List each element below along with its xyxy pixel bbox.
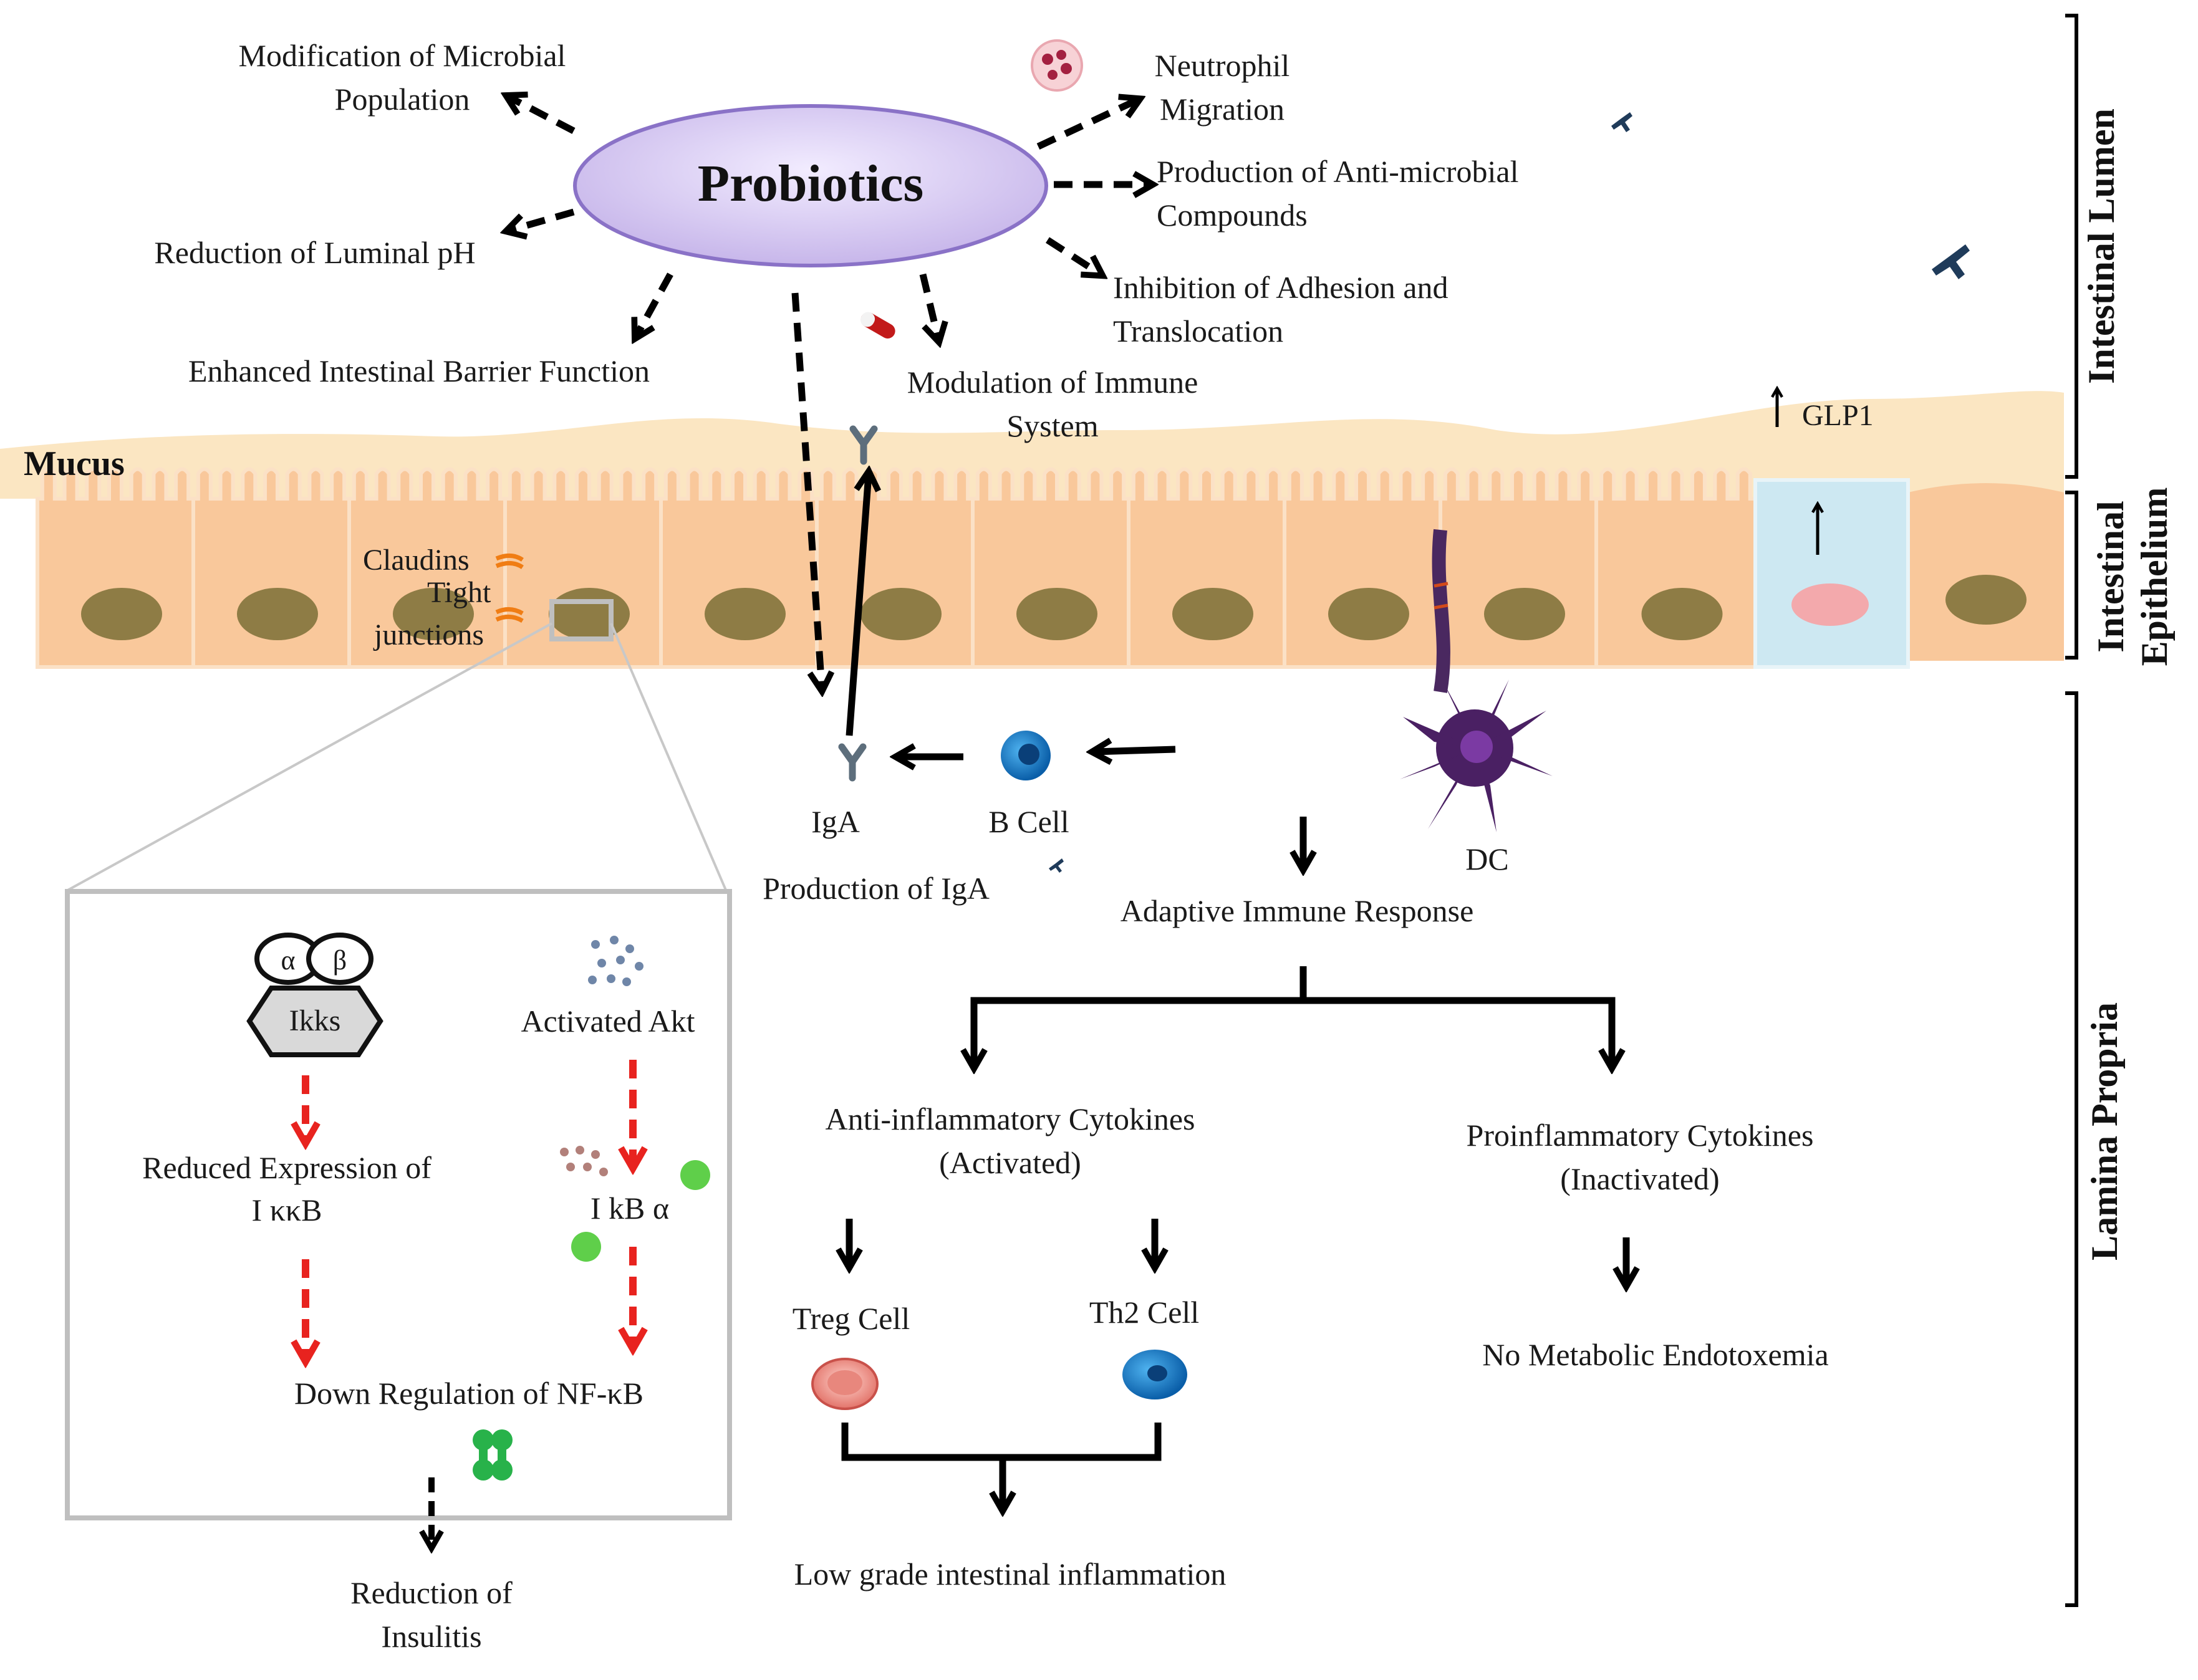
cytokine-arrows <box>849 1219 1626 1284</box>
cell-nucleus <box>1641 588 1723 640</box>
microbe-icon <box>1049 112 1970 873</box>
zoom-line-left <box>65 622 552 893</box>
dc-label: DC <box>1465 842 1508 876</box>
iga-antibody-top-icon <box>849 425 878 465</box>
mucus-label: Mucus <box>24 444 125 483</box>
cell-nucleus <box>1484 588 1565 640</box>
anti-inflam-line2: (Activated) <box>939 1145 1081 1180</box>
pro-inflam-line2: (Inactivated) <box>1560 1161 1719 1196</box>
immune-mod-line2: System <box>1006 408 1098 443</box>
inset-red-arrows <box>306 1060 633 1359</box>
dendritic-cell-icon <box>1400 529 1553 832</box>
immune-mod-line1: Modulation of Immune <box>907 365 1198 400</box>
reduction-ph-label: Reduction of Luminal pH <box>154 235 475 270</box>
epithelial-cells <box>36 467 2064 669</box>
junctions-label: junctions <box>373 618 484 651</box>
claudins-label: Claudins <box>363 544 470 577</box>
dc-to-bcell-arrow <box>1094 749 1176 752</box>
probiotics-ellipse <box>573 104 1048 267</box>
reduced-line2: I κκB <box>252 1193 322 1227</box>
iga-secretion-arrow <box>846 474 869 736</box>
tight-label: Tight <box>427 576 491 609</box>
nfkb-icon <box>473 1429 513 1481</box>
low-grade-label: Low grade intestinal inflammation <box>794 1557 1227 1591</box>
cell-nucleus <box>81 588 162 640</box>
bacterium-icon <box>860 312 895 338</box>
th2-label: Th2 Cell <box>1089 1295 1199 1330</box>
neutrophil-line1: Neutrophil <box>1155 48 1290 83</box>
barrier-label: Enhanced Intestinal Barrier Function <box>188 353 650 388</box>
ikba-label: I kB α <box>590 1191 669 1226</box>
inset-box <box>65 889 732 1520</box>
iga-label: IgA <box>811 804 860 839</box>
adaptive-branch <box>974 966 1612 1066</box>
zoom-line-right <box>610 623 728 892</box>
cell-nucleus <box>237 588 318 640</box>
modification-line2: Population <box>335 82 470 117</box>
lumen-label: Intestinal Lumen <box>2081 108 2122 384</box>
beta-label: β <box>333 945 347 976</box>
bcell-label: B Cell <box>988 804 1069 839</box>
l-cell <box>1753 478 1910 669</box>
epithelial-cell <box>1908 483 2064 661</box>
effect-labels: Modification of Microbial Population Red… <box>154 38 1518 443</box>
iga-antibody-bottom-icon <box>838 743 867 782</box>
ikba-dots-icon <box>560 1146 608 1176</box>
adaptive-label: Adaptive Immune Response <box>1121 893 1474 928</box>
nfkb-label: Down Regulation of NF-κB <box>294 1376 643 1411</box>
pro-inflam-line1: Proinflammatory Cytokines <box>1467 1118 1814 1153</box>
insulitis-line1: Reduction of <box>350 1575 513 1610</box>
cell-nucleus <box>1328 588 1409 640</box>
neutrophil-icon <box>1031 39 1083 92</box>
reduced-line1: Reduced Expression of <box>142 1150 431 1185</box>
anti-inflam-line1: Anti-inflammatory Cytokines <box>826 1102 1195 1136</box>
probiotics-title: Probiotics <box>698 155 923 213</box>
cell-nucleus <box>860 588 942 640</box>
modification-line1: Modification of Microbial <box>239 38 566 73</box>
insulitis-line2: Insulitis <box>381 1619 481 1654</box>
treg-label: Treg Cell <box>793 1301 910 1336</box>
green-dot-icon <box>571 1232 601 1262</box>
claudin-icon <box>495 554 524 623</box>
epithelium-band <box>0 391 2064 669</box>
akt-dots-icon <box>588 936 643 986</box>
l-cell-nucleus <box>1791 583 1869 626</box>
ikks-icon <box>246 933 383 1057</box>
cell-nucleus <box>1945 575 2027 625</box>
glp1-label: GLP1 <box>1802 399 1874 432</box>
alpha-label: α <box>281 945 295 976</box>
antimicrobial-line2: Compounds <box>1157 198 1308 233</box>
lamina-label: Lamina Propria <box>2084 1002 2125 1260</box>
probiotic-effect-arrows <box>508 97 1150 689</box>
antimicrobial-line1: Production of Anti-microbial <box>1157 154 1518 189</box>
epithelium-region-line2: Epithelium <box>2134 487 2175 666</box>
treg-cell-nucleus <box>827 1370 862 1395</box>
th2-cell-nucleus <box>1147 1365 1167 1381</box>
green-dot-icon <box>680 1160 710 1190</box>
cell-nucleus <box>1172 588 1253 640</box>
ikks-label: Ikks <box>289 1004 341 1037</box>
epithelium-region-line1: Intestinal <box>2090 501 2131 652</box>
tight-junction-box <box>549 599 614 641</box>
adhesion-line2: Translocation <box>1113 314 1283 348</box>
akt-label: Activated Akt <box>521 1004 695 1039</box>
production-iga-label: Production of IgA <box>763 871 990 906</box>
neutrophil-line2: Migration <box>1160 92 1285 127</box>
treg-th2-merge <box>841 1423 1162 1509</box>
no-endotox-label: No Metabolic Endotoxemia <box>1482 1337 1828 1372</box>
cell-nucleus <box>393 588 474 640</box>
cell-nucleus <box>1016 588 1097 640</box>
adhesion-line1: Inhibition of Adhesion and <box>1113 270 1448 305</box>
b-cell-nucleus <box>1018 744 1039 765</box>
cell-nucleus <box>549 588 630 640</box>
cell-nucleus <box>705 588 786 640</box>
region-brackets <box>2065 14 2078 1607</box>
